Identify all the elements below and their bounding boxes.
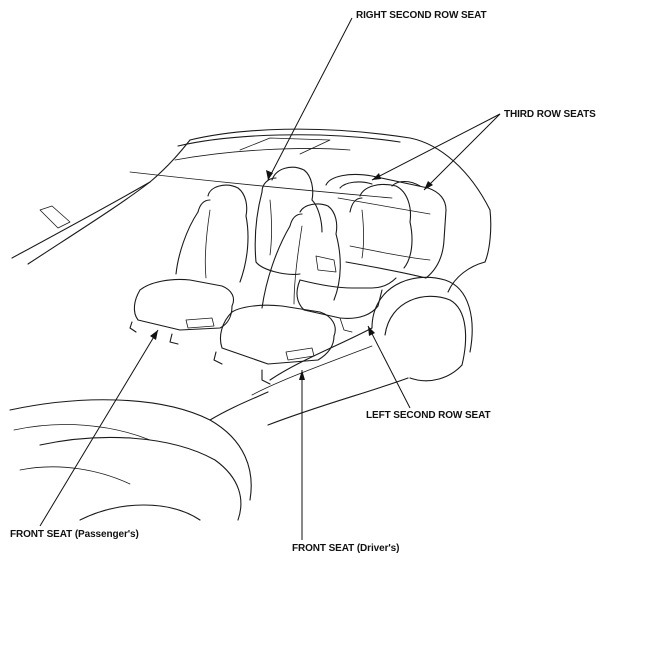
- leader-arrow: [266, 170, 273, 180]
- leader-arrow: [372, 173, 381, 180]
- leader-arrow: [368, 326, 375, 336]
- third-row-seats-label: THIRD ROW SEATS: [504, 109, 596, 120]
- leader-arrow: [424, 181, 433, 190]
- leader-arrows: [39, 17, 501, 540]
- front-seat-passenger-label: FRONT SEAT (Passenger's): [10, 529, 139, 540]
- leader-arrow: [371, 113, 501, 181]
- front-passenger-seat-drawing: [129, 184, 249, 345]
- right-second-row-seat-label: RIGHT SECOND ROW SEAT: [356, 10, 487, 21]
- front-seat-driver-label: FRONT SEAT (Driver's): [292, 543, 400, 554]
- left-second-row-seat-label: LEFT SECOND ROW SEAT: [366, 410, 491, 421]
- vehicle-body: [9, 128, 492, 521]
- leader-arrow: [423, 113, 501, 191]
- front-driver-seat-drawing: [213, 203, 341, 385]
- left-second-row-seat-drawing: [296, 183, 413, 333]
- leader-arrow: [39, 329, 159, 527]
- third-row-seats-drawing: [325, 173, 447, 279]
- leader-arrow: [267, 17, 353, 181]
- right-second-row-seat-drawing: [254, 166, 323, 275]
- leader-arrow: [367, 325, 411, 409]
- leader-arrow: [150, 330, 158, 340]
- leader-arrow: [299, 370, 305, 380]
